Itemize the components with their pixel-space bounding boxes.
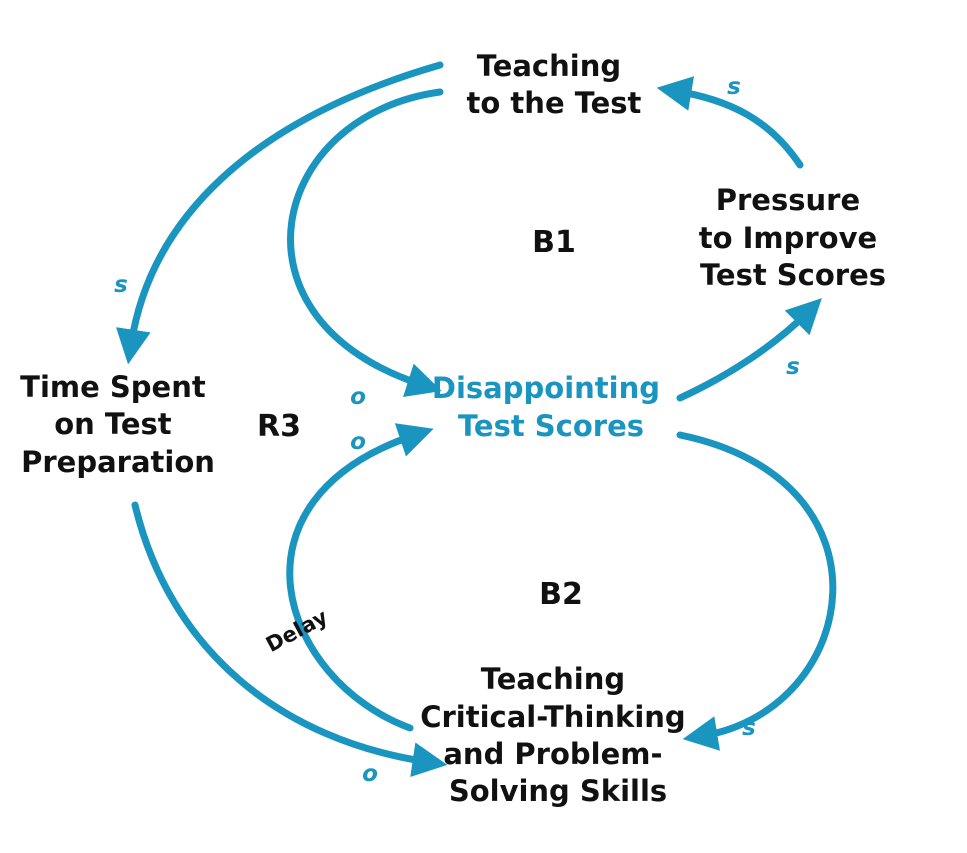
polarity-teaching-to-time: s xyxy=(114,272,128,298)
polarity-disappointing-to-pressure: s xyxy=(786,354,800,380)
polarity-critical-to-disappointing: o xyxy=(350,429,366,455)
node-pressure-to-improve: Pressure to Improve Test Scores xyxy=(699,183,888,292)
arrow-time-to-critical xyxy=(131,501,448,778)
arrow-critical-to-disappointing xyxy=(286,423,434,732)
loop-label-b1: B1 xyxy=(532,225,576,260)
node-disappointing-test-scores: Disappointing Test Scores xyxy=(432,371,670,443)
arrow-disappointing-to-critical xyxy=(676,431,837,751)
polarity-teaching-to-disappointing: o xyxy=(350,384,366,410)
node-teaching-to-the-test: Teaching to the Test xyxy=(467,49,642,120)
polarity-disappointing-to-critical: s xyxy=(742,715,756,741)
polarity-pressure-to-teaching: s xyxy=(727,74,741,100)
node-teaching-critical-thinking: Teaching Critical-Thinking and Problem- … xyxy=(420,662,696,808)
polarity-time-to-critical: o xyxy=(362,761,378,787)
loop-label-r3: R3 xyxy=(257,409,301,444)
arrow-disappointing-to-pressure xyxy=(676,298,822,402)
loop-label-b2: B2 xyxy=(539,577,583,612)
arrow-pressure-to-teaching xyxy=(656,76,804,169)
arrow-teaching-to-disappointing xyxy=(287,88,444,397)
node-time-spent-on-test-preparation: Time Spent on Test Preparation xyxy=(20,370,216,479)
arrow-teaching-to-time xyxy=(116,61,444,365)
